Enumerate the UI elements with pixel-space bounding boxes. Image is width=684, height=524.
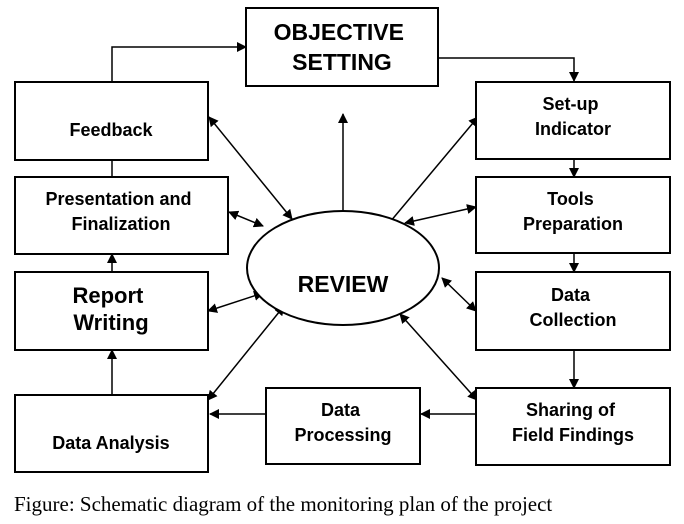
feedback-box [14, 81, 209, 161]
setup-indicator-box [475, 81, 671, 160]
monitoring-plan-diagram: OBJECTIVE SETTING Set-up Indicator Tools… [14, 7, 671, 473]
presentation-finalization-label: Presentation and Finalization [45, 189, 196, 234]
arrow-objective-to-indicator [438, 57, 579, 82]
figure-caption: Figure: Schematic diagram of the monitor… [14, 492, 553, 516]
data-processing-label: Data Processing [294, 400, 391, 445]
node-labels: OBJECTIVE SETTING Set-up Indicator Tools… [45, 19, 634, 453]
review-arrow-indicator [389, 116, 479, 223]
review-label: REVIEW [298, 271, 389, 297]
objective-setting-box [245, 7, 439, 87]
presentation-finalization-box [14, 176, 229, 255]
review-arrow-collection [441, 277, 477, 312]
data-collection-box [475, 271, 671, 351]
review-connectors [207, 113, 479, 401]
review-arrow-tools [404, 204, 477, 226]
review-arrow-analysis [207, 305, 285, 401]
feedback-label: Feedback [69, 120, 153, 140]
review-ellipse [246, 210, 440, 326]
tools-preparation-label: Tools Preparation [523, 189, 623, 234]
sharing-field-findings-box [475, 387, 671, 466]
data-analysis-label: Data Analysis [52, 433, 169, 453]
node-boxes [14, 7, 671, 473]
report-writing-box [14, 271, 209, 351]
flow-connectors [107, 42, 579, 419]
tools-preparation-box [475, 176, 671, 254]
data-processing-box [265, 387, 421, 465]
report-writing-label: Report Writing [72, 283, 149, 335]
review-arrow-presentation [228, 210, 264, 228]
review-arrow-report [207, 291, 264, 313]
data-collection-label: Data Collection [529, 285, 616, 330]
sharing-field-findings-label: Sharing of Field Findings [512, 400, 634, 445]
review-arrow-sharing [399, 313, 478, 401]
data-analysis-box [14, 394, 209, 473]
review-arrow-feedback [208, 116, 293, 220]
arrow-feedback-to-objective [111, 42, 247, 82]
objective-setting-label: OBJECTIVE SETTING [274, 19, 411, 75]
setup-indicator-label: Set-up Indicator [535, 94, 611, 139]
